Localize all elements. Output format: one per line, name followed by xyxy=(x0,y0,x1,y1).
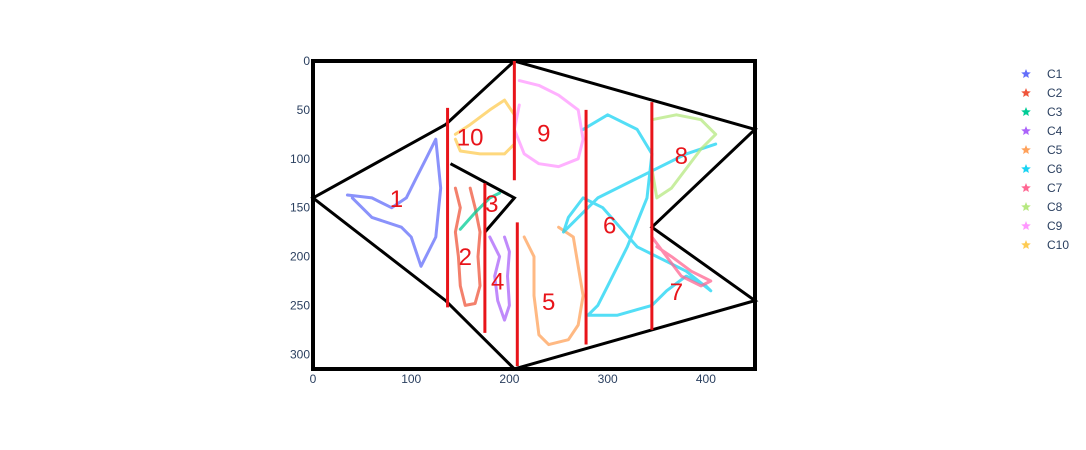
region-label-7: 7 xyxy=(670,279,683,306)
axes: 0 100 200 300 400 0 50 100 150 200 250 300 xyxy=(290,54,716,386)
series-c7-trace xyxy=(650,235,713,288)
series-c3-trace xyxy=(458,191,502,231)
x-tick-label-400: 400 xyxy=(696,372,716,386)
region-label-5: 5 xyxy=(542,289,555,316)
legend-item-c5[interactable]: C5 xyxy=(1021,143,1063,157)
region-label-8: 8 xyxy=(675,143,688,170)
legend-label-c9: C9 xyxy=(1047,219,1063,233)
x-tick-label-200: 200 xyxy=(499,372,519,386)
x-tick-label-100: 100 xyxy=(401,372,421,386)
legend-item-c6[interactable]: C6 xyxy=(1021,162,1063,176)
legend-marker-c9 xyxy=(1021,221,1031,230)
legend-marker-c4 xyxy=(1021,126,1031,135)
y-tick-label-100: 100 xyxy=(290,152,310,166)
legend-item-c7[interactable]: C7 xyxy=(1021,181,1063,195)
legend-label-c5: C5 xyxy=(1047,143,1063,157)
legend-label-c4: C4 xyxy=(1047,124,1063,138)
legend-label-c2: C2 xyxy=(1047,86,1063,100)
legend-label-c1: C1 xyxy=(1047,67,1063,81)
region-label-3: 3 xyxy=(485,191,498,218)
region-label-10: 10 xyxy=(457,125,484,152)
y-tick-label-50: 50 xyxy=(297,103,311,117)
region-label-6: 6 xyxy=(603,213,616,240)
legend-marker-c7 xyxy=(1021,183,1031,192)
y-tick-label-250: 250 xyxy=(290,298,310,312)
legend-item-c8[interactable]: C8 xyxy=(1021,200,1063,214)
series-c9-trace xyxy=(512,79,585,169)
legend-marker-c10 xyxy=(1021,240,1031,249)
boundary-polygon xyxy=(310,59,759,371)
y-tick-label-150: 150 xyxy=(290,201,310,215)
legend-marker-c6 xyxy=(1021,164,1031,173)
series-c6-trace xyxy=(562,113,718,317)
legend-marker-c5 xyxy=(1021,145,1031,154)
series-c1-trace xyxy=(345,137,443,268)
frame-rect xyxy=(311,59,757,371)
region-label-1: 1 xyxy=(390,186,403,213)
series-c5-trace xyxy=(522,225,585,347)
legend-item-c2[interactable]: C2 xyxy=(1021,86,1063,100)
legend-marker-c3 xyxy=(1021,107,1031,116)
y-tick-label-200: 200 xyxy=(290,250,310,264)
legend-label-c10: C10 xyxy=(1047,238,1069,252)
legend-item-c1[interactable]: C1 xyxy=(1021,67,1063,81)
legend-marker-c8 xyxy=(1021,202,1031,211)
x-tick-label-0: 0 xyxy=(310,372,317,386)
legend-item-c10[interactable]: C10 xyxy=(1021,238,1069,252)
y-tick-label-0: 0 xyxy=(303,54,310,68)
legend-label-c7: C7 xyxy=(1047,181,1063,195)
region-label-2: 2 xyxy=(459,244,472,271)
series-c4-trace xyxy=(488,235,511,322)
legend-marker-c2 xyxy=(1021,88,1031,97)
legend-label-c6: C6 xyxy=(1047,162,1063,176)
legend-item-c9[interactable]: C9 xyxy=(1021,219,1063,233)
legend-label-c8: C8 xyxy=(1047,200,1063,214)
legend-label-c3: C3 xyxy=(1047,105,1063,119)
series-c2-trace xyxy=(453,186,482,307)
legend-item-c3[interactable]: C3 xyxy=(1021,105,1063,119)
x-tick-label-300: 300 xyxy=(598,372,618,386)
legend-item-c4[interactable]: C4 xyxy=(1021,124,1063,138)
y-tick-label-300: 300 xyxy=(290,347,310,361)
series-c8-trace xyxy=(650,113,718,200)
region-label-9: 9 xyxy=(537,121,550,148)
legend-marker-c1 xyxy=(1021,69,1031,78)
inner-notch xyxy=(449,162,517,234)
region-label-4: 4 xyxy=(491,268,504,295)
